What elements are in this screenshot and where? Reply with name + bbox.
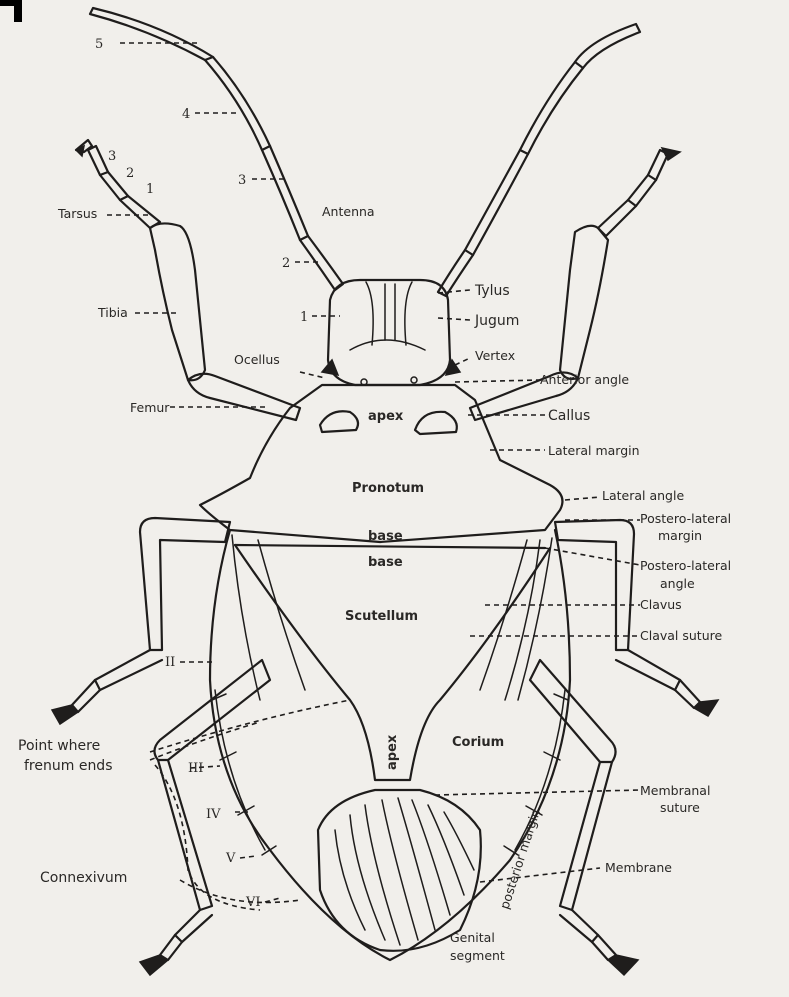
antenna-segment-5: 5: [95, 37, 103, 52]
label-apex-pronotum: apex: [368, 409, 404, 424]
label-vertex: Vertex: [475, 348, 515, 363]
label-base-bottom: base: [368, 555, 403, 570]
label-tarsus: Tarsus: [57, 206, 97, 221]
label-postero-lateral-margin-1: Postero-lateral: [640, 511, 731, 526]
label-tibia: Tibia: [97, 305, 128, 320]
antenna-segment-2: 2: [282, 256, 290, 271]
label-postero-lateral-angle-1: Postero-lateral: [640, 558, 731, 573]
label-genital-segment-1: Genital: [450, 930, 495, 945]
label-membranal-suture-1: Membranal: [640, 783, 710, 798]
connexivum-segment-IV: IV: [206, 807, 221, 822]
label-jugum: Jugum: [474, 313, 519, 329]
connexivum-segment-VI: VI: [245, 895, 261, 910]
label-scutellum: Scutellum: [345, 609, 418, 624]
label-point-where-1: Point where: [18, 738, 100, 754]
label-antenna: Antenna: [322, 204, 375, 219]
label-lateral-angle: Lateral angle: [602, 488, 684, 503]
label-ocellus: Ocellus: [234, 352, 280, 367]
label-membranal-suture-2: suture: [660, 800, 700, 815]
label-pronotum: Pronotum: [352, 481, 424, 496]
label-base-top: base: [368, 529, 403, 544]
label-postero-lateral-margin-2: margin: [658, 528, 702, 543]
label-point-where-2: frenum ends: [24, 758, 113, 774]
label-clavus: Clavus: [640, 597, 682, 612]
tarsus-segment-3: 3: [108, 149, 116, 164]
label-claval-suture: Claval suture: [640, 628, 722, 643]
label-callus: Callus: [548, 408, 590, 424]
connexivum-segment-III: III: [188, 761, 203, 776]
label-apex-scutellum: apex: [385, 734, 400, 770]
tarsus-segment-1: 1: [146, 182, 154, 197]
label-postero-lateral-angle-2: angle: [660, 576, 695, 591]
antenna-segment-1: 1: [300, 310, 308, 325]
antenna-segment-3: 3: [238, 173, 246, 188]
tarsus-segment-2: 2: [126, 166, 134, 181]
label-anterior-angle: Anterior angle: [540, 372, 629, 387]
label-femur: Femur: [130, 400, 170, 415]
connexivum-segment-V: V: [225, 851, 236, 866]
label-connexivum: Connexivum: [40, 870, 127, 886]
label-genital-segment-2: segment: [450, 948, 505, 963]
antenna-segment-4: 4: [182, 107, 190, 122]
label-corium: Corium: [452, 735, 504, 750]
label-tylus: Tylus: [474, 283, 510, 299]
label-membrane: Membrane: [605, 860, 672, 875]
connexivum-segment-II: II: [165, 655, 175, 670]
label-lateral-margin: Lateral margin: [548, 443, 640, 458]
corner-mark-stem: [14, 0, 22, 22]
